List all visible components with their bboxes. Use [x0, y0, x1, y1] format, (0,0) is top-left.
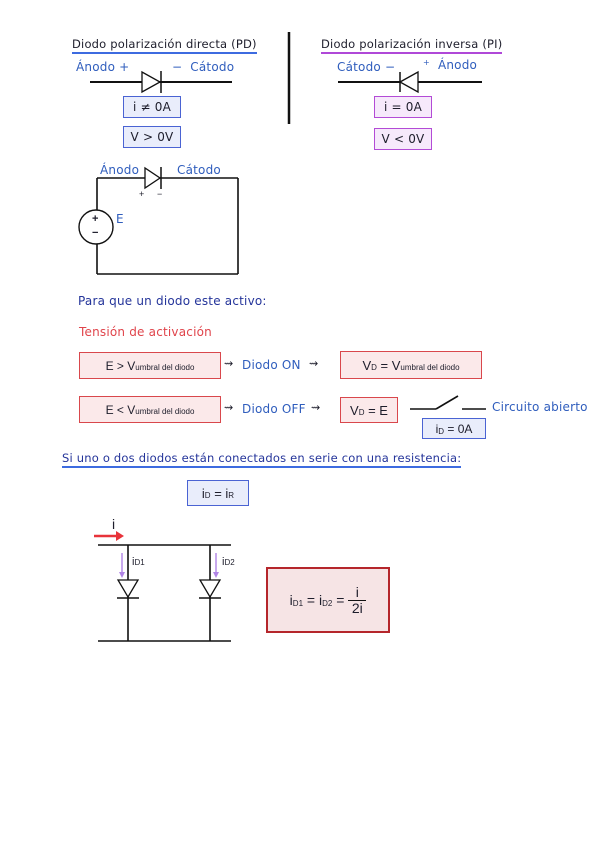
pd-plus-sign: + [119, 60, 130, 74]
fraction: i 2i [348, 583, 367, 616]
pi-plus-sign: + [423, 58, 430, 67]
row2-arrow-2: ⇝ [311, 402, 321, 414]
pd-catodo-label: − Cátodo [172, 60, 235, 74]
pd-title-text: Diodo polarización directa (PD) [72, 37, 257, 51]
row2-arrow-1: ⇝ [224, 402, 234, 414]
fraction-denominator: 2i [351, 599, 363, 616]
fraction-numerator: i [355, 583, 359, 600]
circuit-catodo-label: Cátodo [177, 163, 221, 177]
activation-subheading: Tensión de activación [79, 325, 212, 339]
open-circuit-label: Circuito abierto [492, 400, 588, 414]
pi-title-text: Diodo polarización inversa (PI) [321, 37, 503, 51]
pi-catodo-label: Cátodo − [337, 60, 396, 74]
row1-arrow-1: ⇝ [224, 358, 234, 370]
pd-current-box: i ≠ 0A [123, 96, 181, 118]
parallel-i-label: i [112, 516, 116, 532]
id2-label: iD2 [222, 556, 235, 568]
pi-minus-sign: − [384, 60, 396, 74]
activation-heading: Para que un diodo este activo: [78, 294, 267, 308]
pd-minus-sign: − [172, 60, 183, 74]
pi-current-box: i = 0A [374, 96, 432, 118]
source-label-e: E [116, 212, 124, 226]
row1-state: Diodo ON [242, 358, 301, 372]
source-plus-sign: + [92, 213, 99, 225]
circuit-diode-plus: + [139, 189, 145, 199]
row2-state: Diodo OFF [242, 402, 306, 416]
circuit-anodo-label: Ánodo [100, 163, 140, 177]
pd-anodo-label: Ánodo + [76, 60, 130, 74]
row1-arrow-2: ⇝ [309, 358, 319, 370]
fraction-bar [348, 599, 367, 601]
pd-voltage-box: V > 0V [123, 126, 181, 148]
pi-title: Diodo polarización inversa (PI) [321, 37, 503, 54]
source-minus-sign: − [92, 227, 99, 239]
pd-title: Diodo polarización directa (PD) [72, 37, 257, 54]
id1-label: iD1 [132, 556, 145, 568]
circuit-diode-minus: − [157, 189, 163, 199]
series-heading: Si uno o dos diodos están conectados en … [62, 451, 462, 468]
pi-voltage-box: V < 0V [374, 128, 432, 150]
pi-anodo-label: + Ánodo [423, 58, 478, 72]
